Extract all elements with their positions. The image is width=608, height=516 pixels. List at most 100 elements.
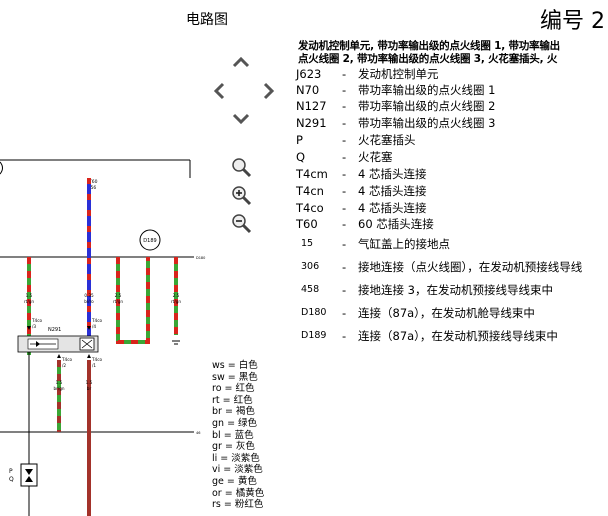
legend-text: 发动机控制单元 [358, 66, 439, 81]
zoom-out-icon[interactable] [231, 213, 253, 235]
wire-color-label: rt/gn [113, 299, 123, 304]
wire-color-label: rt/gn [24, 299, 34, 304]
circuit-diagram: D180 46 T60 /56 D189 1.5 rt/gn 0.35 bl/r… [0, 159, 205, 516]
color-code: vi = 淡紫色 [212, 464, 263, 476]
legend-code: T60 [296, 216, 318, 231]
color-code: ro = 红色 [212, 383, 255, 395]
color-code: li = 淡紫色 [212, 452, 260, 464]
connector-label: T4co [31, 318, 43, 323]
color-code: ws = 白色 [212, 360, 258, 371]
wire-size-label: 2.5 [115, 293, 122, 298]
wire-size-label: 2.5 [173, 293, 180, 298]
color-code: rs = 粉红色 [212, 499, 264, 511]
legend-row: N70-带功率输出级的点火线圈 1 [296, 82, 496, 97]
connector-pin: /2 [62, 363, 66, 368]
legend-text: 连接（87a），在发动机舱导线束中 [358, 305, 535, 320]
legend-row: T4cn-4 芯插头连接 [296, 183, 427, 198]
legend-text: 气缸盖上的接地点 [358, 236, 450, 251]
ground-reference: 46 [196, 431, 200, 435]
wire-size-label: 1.5 [26, 293, 33, 298]
legend-row: 306-接地连接（点火线圈），在发动机预接线导线 [296, 259, 582, 274]
d189-label: D189 [143, 238, 156, 244]
zoom-fit-icon[interactable] [231, 157, 253, 179]
legend-code: Q [296, 149, 306, 164]
connector-pin: /4 [92, 324, 96, 329]
color-code: bl = 蓝色 [212, 429, 254, 441]
legend-code: N127 [296, 98, 327, 113]
legend-text: 4 芯插头连接 [358, 166, 427, 181]
legend-row: N127-带功率输出级的点火线圈 2 [296, 98, 496, 113]
zoom-in-icon[interactable] [231, 185, 253, 207]
legend-row: T60-60 芯插头连接 [296, 216, 434, 231]
legend-row: T4cm-4 芯插头连接 [296, 166, 427, 181]
supply-wire-loop [116, 257, 150, 344]
color-code: gr = 灰色 [212, 441, 255, 453]
wire-size-label: 0.35 [84, 293, 94, 298]
wire-size-label: 1.5 [56, 380, 63, 385]
legend-code: P [296, 132, 303, 147]
legend-row: N291-带功率输出级的点火线圈 3 [296, 115, 496, 130]
pan-right-icon[interactable] [262, 81, 276, 101]
color-code: sw = 黑色 [212, 371, 258, 383]
junction-mark [172, 340, 180, 345]
legend-text: 接地连接 3，在发动机预接线导线束中 [358, 282, 553, 297]
wire-color-label: rt/gn [171, 299, 181, 304]
coil-label: N291 [48, 327, 61, 333]
legend-text: 火花塞插头 [358, 132, 416, 147]
legend-row: 15-气缸盖上的接地点 [296, 236, 450, 251]
d180-reference: D180 [196, 256, 205, 260]
legend-code: 306 [301, 261, 320, 272]
d189-node [139, 229, 161, 251]
color-code: rt = 红色 [212, 394, 253, 406]
legend-code: J623 [296, 66, 322, 81]
legend-text: 接地连接（点火线圈），在发动机预接线导线 [358, 259, 583, 274]
legend-text: 60 芯插头连接 [358, 216, 434, 231]
wire-color-legend: ws = 白色 sw = 黑色 ro = 红色 rt = 红色 br = 褐色 … [212, 360, 264, 511]
t60-label: T60 [88, 179, 98, 185]
description-line-1: 发动机控制单元, 带功率输出级的点火线圈 1, 带功率输出 [298, 40, 560, 52]
legend-code: T4cn [296, 183, 324, 198]
wire-color-label: bl/ro [84, 299, 94, 304]
legend-row: Q-火花塞 [296, 149, 393, 164]
pan-down-icon[interactable] [231, 112, 251, 126]
color-code: ge = 黄色 [212, 475, 257, 487]
coil-arrow [36, 341, 40, 347]
connector-label: T4co [91, 318, 103, 323]
legend-text: 带功率输出级的点火线圈 1 [358, 82, 496, 97]
legend-row: P-火花塞插头 [296, 132, 416, 147]
spark-plug-symbol [25, 476, 33, 482]
pin-arrow [87, 326, 91, 330]
color-code: gn = 绿色 [212, 417, 258, 429]
legend-code: N70 [296, 82, 320, 97]
diagram-title: 电路图 [186, 12, 228, 28]
legend-code: N291 [296, 115, 327, 130]
legend-code: 458 [301, 284, 320, 295]
legend-row: J623-发动机控制单元 [296, 66, 439, 81]
coil-stage-cross [81, 339, 93, 349]
pan-left-icon[interactable] [212, 81, 226, 101]
wire-size-label: 1.5 [86, 380, 93, 385]
wire-color-label: br [87, 386, 92, 391]
pin-arrow [87, 354, 91, 358]
pin-arrow [27, 326, 31, 330]
legend-row: T4co-4 芯插头连接 [296, 200, 427, 215]
color-code: or = 橘黄色 [212, 487, 265, 499]
legend-text: 带功率输出级的点火线圈 3 [358, 115, 496, 130]
legend-code: T4co [296, 200, 324, 215]
legend-row: 458-接地连接 3，在发动机预接线导线束中 [296, 282, 553, 297]
connector-label: T4co [61, 357, 73, 362]
connector-pin: /3 [32, 324, 36, 329]
pin-arrow [57, 354, 61, 358]
legend-code: 15 [301, 238, 314, 249]
legend-text: 带功率输出级的点火线圈 2 [358, 98, 496, 113]
legend-code: D189 [301, 330, 327, 341]
pan-up-icon[interactable] [231, 55, 251, 69]
color-code: br = 褐色 [212, 406, 255, 418]
legend-row: D180-连接（87a），在发动机舱导线束中 [296, 305, 535, 320]
legend-code: D180 [301, 307, 327, 318]
legend-text: 连接（87a），在发动机预接线导线束中 [358, 328, 558, 343]
description-line-2: 点火线圈 2, 带功率输出级的点火线圈 3, 火花塞插头, 火 [298, 53, 558, 65]
t60-pin: /56 [89, 185, 96, 191]
connector-label: T4co [91, 357, 103, 362]
